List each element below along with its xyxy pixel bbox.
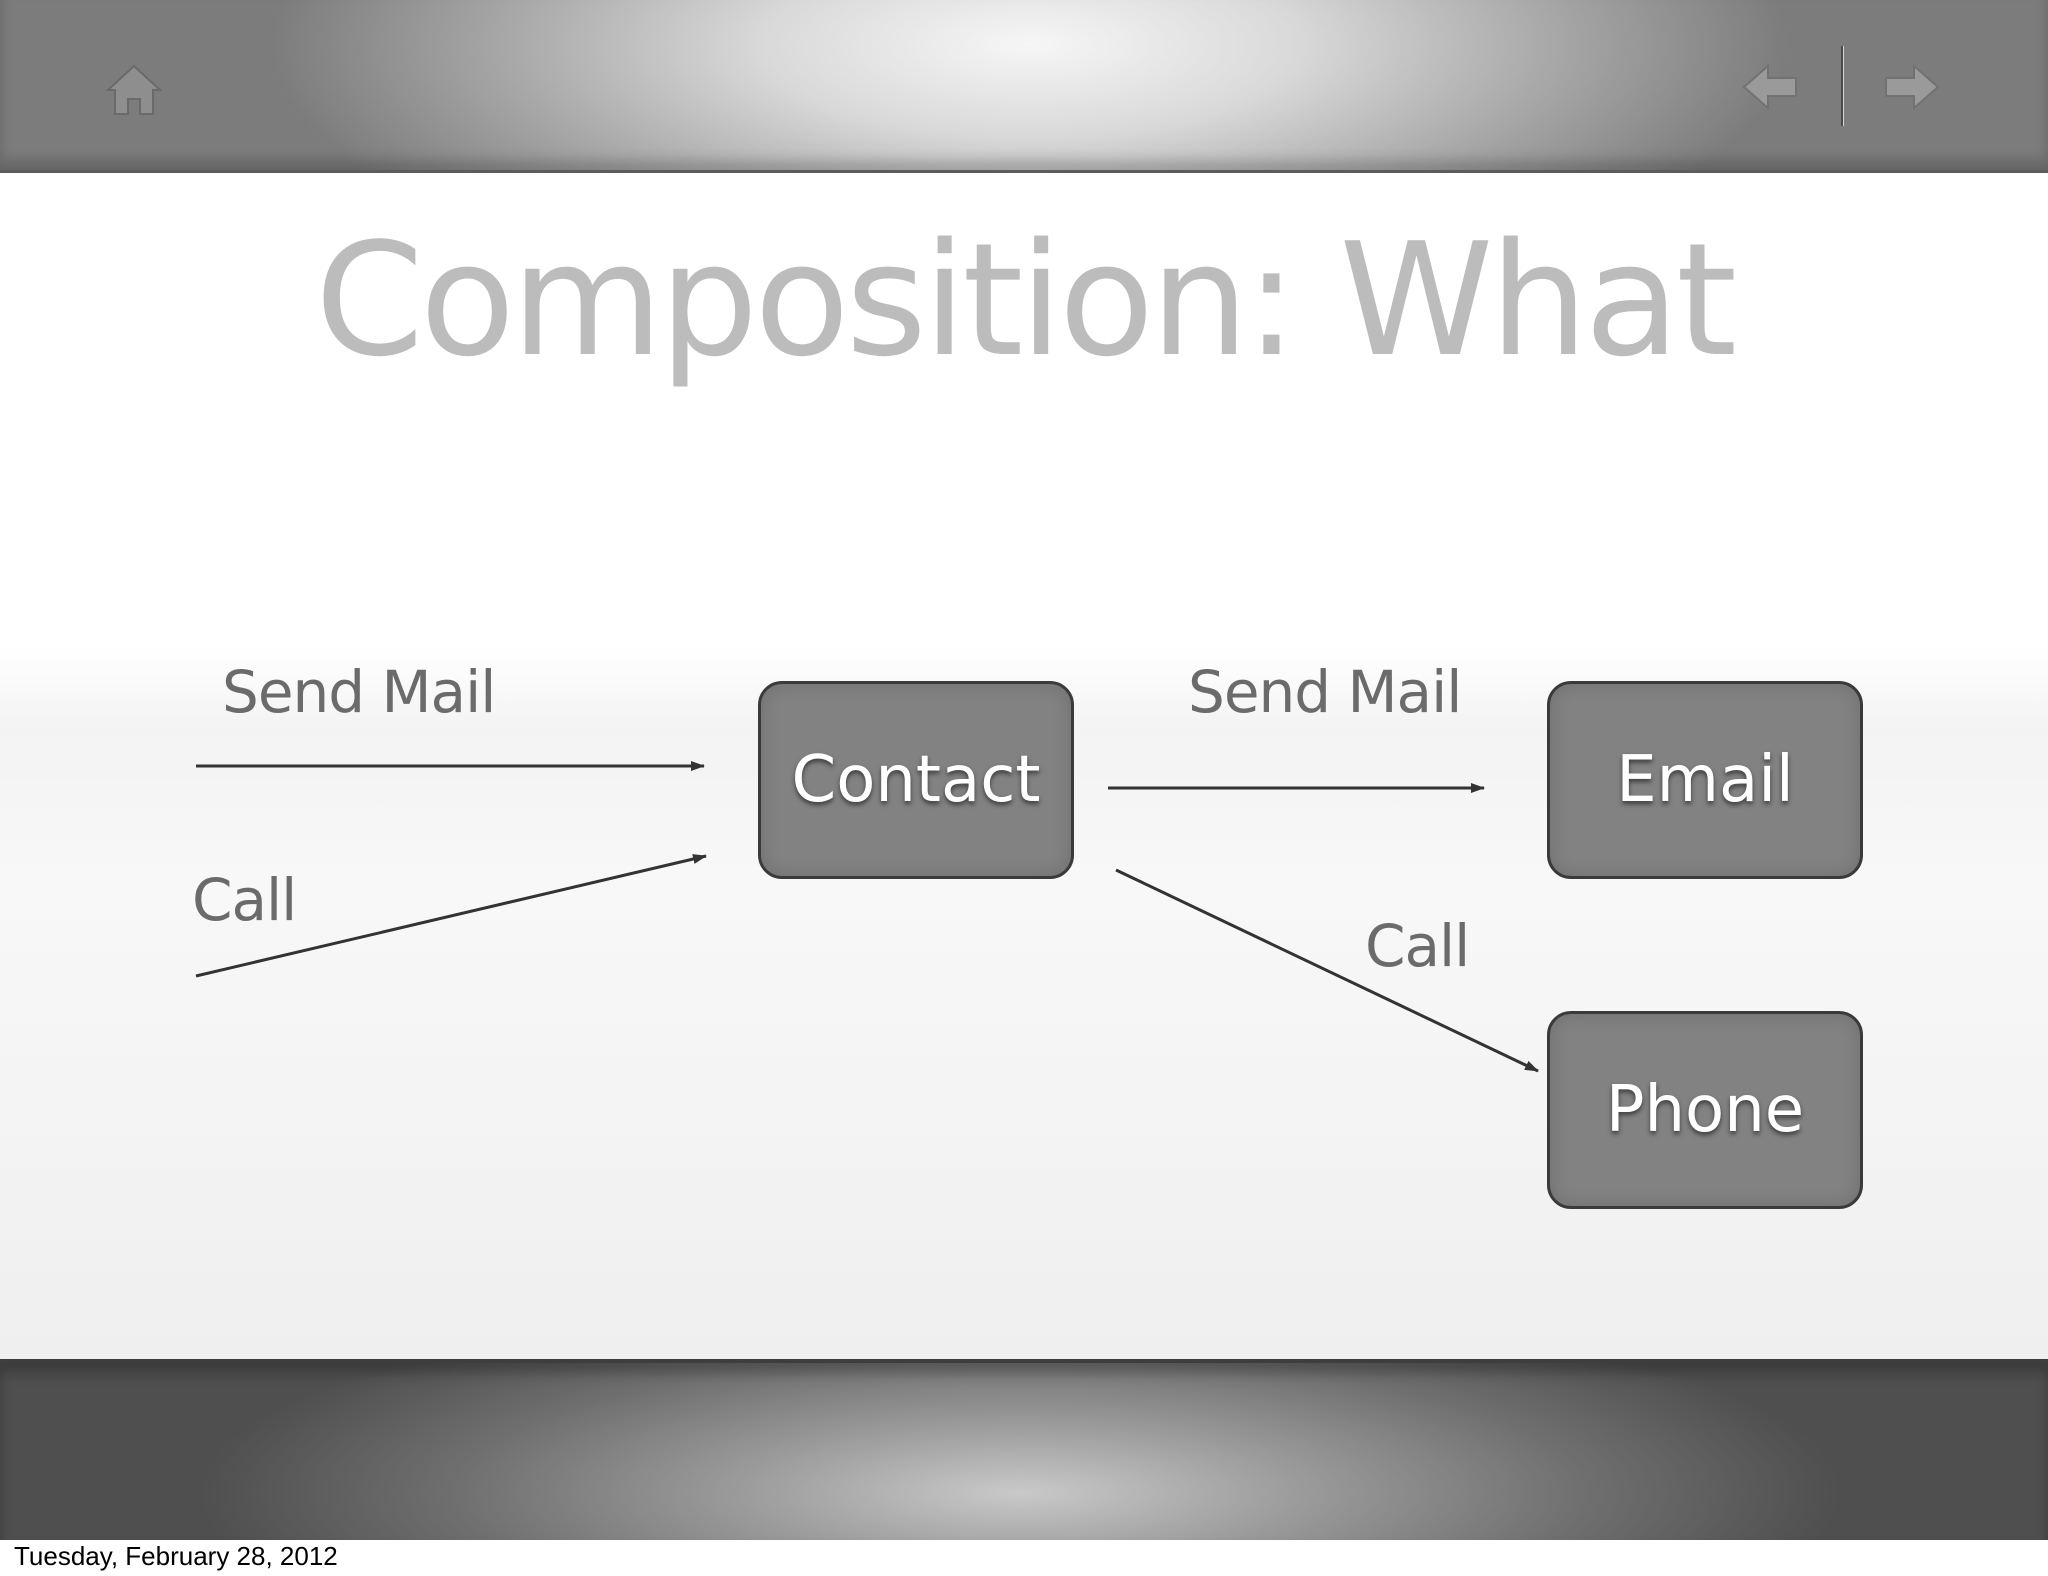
diagram-edges xyxy=(195,761,1539,1073)
node-phone: Phone xyxy=(1547,1011,1863,1209)
slide: Composition: What Send Mail Call Send Ma… xyxy=(0,0,2048,1540)
nav-divider xyxy=(1841,46,1843,126)
top-toolbar xyxy=(0,0,2048,173)
node-email: Email xyxy=(1547,681,1863,879)
edge-label-send-mail-in: Send Mail xyxy=(222,658,496,726)
edge-label-call-in: Call xyxy=(192,866,297,934)
home-icon[interactable] xyxy=(104,62,164,118)
arrow-left-icon[interactable] xyxy=(1740,62,1800,112)
node-contact: Contact xyxy=(758,681,1074,879)
arrow-right-icon[interactable] xyxy=(1882,62,1942,112)
edge-call-out xyxy=(1115,868,1539,1073)
footer-date: Tuesday, February 28, 2012 xyxy=(14,1541,338,1571)
edge-call-in xyxy=(195,854,707,978)
bottom-toolbar xyxy=(0,1359,2048,1540)
edge-label-send-mail-out: Send Mail xyxy=(1188,658,1462,726)
slide-title: Composition: What xyxy=(314,209,1737,391)
edge-label-call-out: Call xyxy=(1365,912,1470,980)
